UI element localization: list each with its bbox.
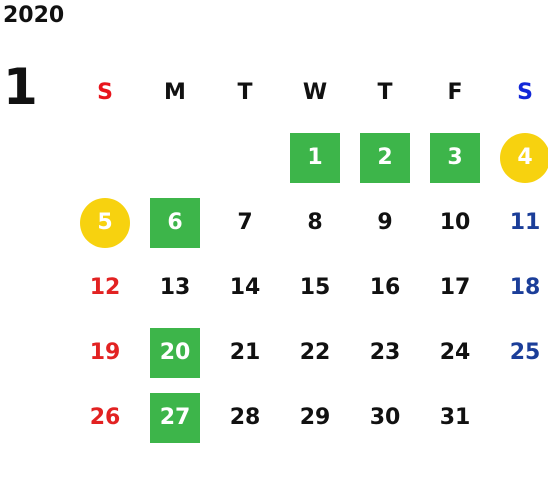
day-cell[interactable]: 18 xyxy=(490,255,548,320)
day-cell[interactable]: 16 xyxy=(350,255,420,320)
day-cell[interactable]: 17 xyxy=(420,255,490,320)
day-cell[interactable]: 13 xyxy=(140,255,210,320)
day-number: 1 xyxy=(307,145,323,170)
holiday-circle-marker: 5 xyxy=(80,197,130,248)
day-cell[interactable]: 9 xyxy=(350,190,420,255)
day-number: 10 xyxy=(439,210,471,235)
year-label: 2020 xyxy=(3,3,65,28)
holiday-square-marker: 1 xyxy=(290,132,340,183)
day-cell[interactable]: 15 xyxy=(280,255,350,320)
day-number: 13 xyxy=(159,275,191,300)
day-number: 5 xyxy=(97,210,113,235)
day-cell[interactable]: 5 xyxy=(70,190,140,255)
weekday-header: W xyxy=(302,80,328,105)
day-number: 14 xyxy=(229,275,261,300)
day-cell[interactable]: 8 xyxy=(280,190,350,255)
day-cell[interactable]: 10 xyxy=(420,190,490,255)
day-cell[interactable]: 25 xyxy=(490,320,548,385)
weekday-header: M xyxy=(164,80,186,105)
day-cell[interactable]: 7 xyxy=(210,190,280,255)
weekday-header: T xyxy=(237,80,253,105)
day-cell[interactable]: 21 xyxy=(210,320,280,385)
day-number: 6 xyxy=(167,210,183,235)
day-number: 21 xyxy=(229,340,261,365)
holiday-square-marker: 6 xyxy=(150,197,200,248)
day-cell[interactable]: 29 xyxy=(280,385,350,450)
day-number: 30 xyxy=(369,405,401,430)
day-number: 23 xyxy=(369,340,401,365)
day-cell[interactable]: 6 xyxy=(140,190,210,255)
day-number: 29 xyxy=(299,405,331,430)
empty-day-cell xyxy=(140,125,210,190)
day-number: 11 xyxy=(509,210,541,235)
day-cell[interactable]: 20 xyxy=(140,320,210,385)
empty-day-cell xyxy=(70,125,140,190)
day-cell[interactable]: 1 xyxy=(280,125,350,190)
day-cell[interactable]: 19 xyxy=(70,320,140,385)
day-number: 3 xyxy=(447,145,463,170)
day-cell[interactable]: 22 xyxy=(280,320,350,385)
day-number: 18 xyxy=(509,275,541,300)
day-number: 9 xyxy=(377,210,393,235)
day-number: 28 xyxy=(229,405,261,430)
day-number: 26 xyxy=(89,405,121,430)
day-number: 31 xyxy=(439,405,471,430)
weekday-header: T xyxy=(377,80,393,105)
day-cell[interactable]: 23 xyxy=(350,320,420,385)
holiday-square-marker: 20 xyxy=(150,327,200,378)
day-number: 25 xyxy=(509,340,541,365)
holiday-square-marker: 27 xyxy=(150,392,200,443)
day-number: 8 xyxy=(307,210,323,235)
holiday-square-marker: 3 xyxy=(430,132,480,183)
day-number: 20 xyxy=(159,340,191,365)
day-number: 22 xyxy=(299,340,331,365)
day-number: 2 xyxy=(377,145,393,170)
weekday-header: F xyxy=(447,80,463,105)
weekday-header: S xyxy=(517,80,533,105)
day-cell[interactable]: 31 xyxy=(420,385,490,450)
day-number: 4 xyxy=(517,145,533,170)
day-number: 27 xyxy=(159,405,191,430)
day-number: 17 xyxy=(439,275,471,300)
day-cell[interactable]: 26 xyxy=(70,385,140,450)
weekday-header: S xyxy=(97,80,113,105)
day-number: 19 xyxy=(89,340,121,365)
day-cell[interactable]: 24 xyxy=(420,320,490,385)
day-number: 12 xyxy=(89,275,121,300)
day-cell[interactable]: 2 xyxy=(350,125,420,190)
holiday-square-marker: 2 xyxy=(360,132,410,183)
day-number: 7 xyxy=(237,210,253,235)
day-cell[interactable]: 12 xyxy=(70,255,140,320)
day-number: 16 xyxy=(369,275,401,300)
day-cell[interactable]: 14 xyxy=(210,255,280,320)
day-cell[interactable]: 27 xyxy=(140,385,210,450)
day-cell[interactable]: 4 xyxy=(490,125,548,190)
day-cell[interactable]: 30 xyxy=(350,385,420,450)
day-number: 24 xyxy=(439,340,471,365)
day-cell[interactable]: 3 xyxy=(420,125,490,190)
month-label: 1 xyxy=(3,58,38,116)
day-cell[interactable]: 28 xyxy=(210,385,280,450)
day-cell[interactable]: 11 xyxy=(490,190,548,255)
empty-day-cell xyxy=(210,125,280,190)
holiday-circle-marker: 4 xyxy=(500,132,548,183)
day-number: 15 xyxy=(299,275,331,300)
